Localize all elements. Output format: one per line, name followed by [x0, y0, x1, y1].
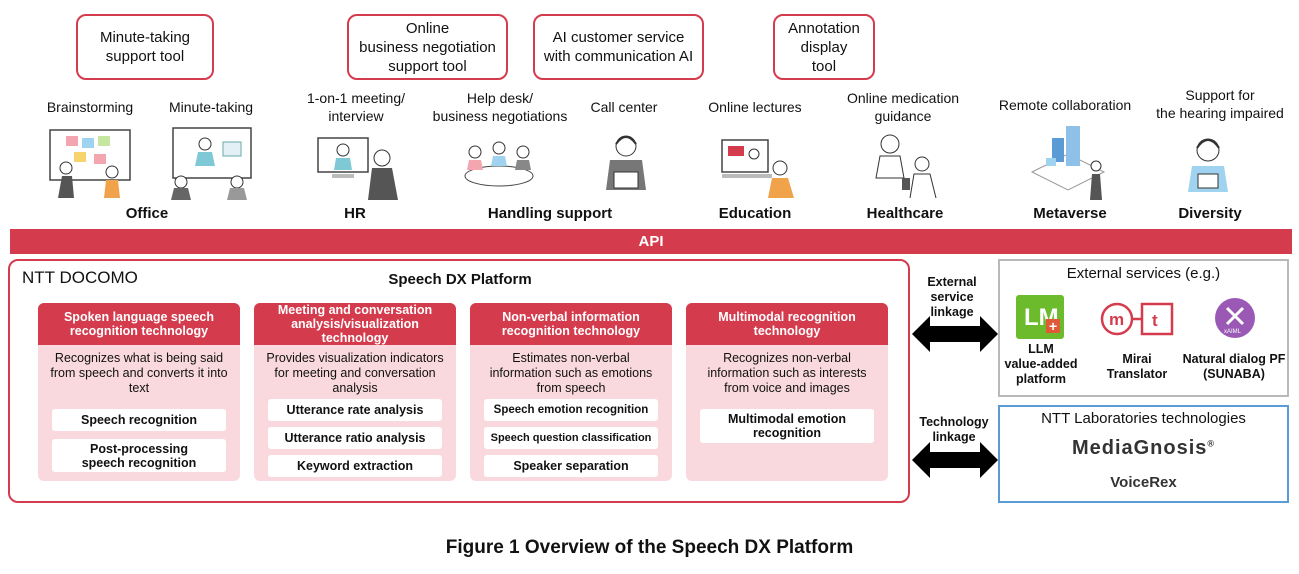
api-label: API	[638, 233, 664, 250]
tool-annotation-display: Annotation display tool	[773, 14, 875, 80]
org-label: NTT DOCOMO	[22, 268, 138, 287]
svg-text:+: +	[1049, 318, 1057, 334]
technology-linkage-arrow	[912, 442, 998, 478]
tech-card-meeting-analysis: Meeting and conversation analysis/visual…	[254, 303, 456, 481]
llm-logo: LM +	[1016, 295, 1064, 339]
scene-call-center: Call center	[590, 99, 658, 115]
scene-online-lectures: Online lectures	[708, 99, 802, 115]
scene-brainstorming: Brainstorming	[46, 99, 134, 115]
api-bar: API	[10, 229, 1292, 254]
external-linkage-label: External service linkage	[927, 275, 977, 319]
service-sunaba-label: Natural dialog PF (SUNABA)	[1182, 352, 1286, 381]
external-services-title: External services (e.g.)	[1066, 265, 1221, 282]
call-center-illustration	[606, 135, 646, 190]
service-mirai-label: Mirai Translator	[1106, 352, 1168, 381]
tech-card-spoken-language: Spoken language speech recognition techn…	[38, 303, 240, 481]
scene-hearing-impaired: Support for the hearing impaired	[1156, 87, 1284, 121]
speech-dx-platform-box	[8, 259, 910, 503]
external-services-box	[998, 259, 1289, 397]
scene-minute-taking: Minute-taking	[168, 99, 254, 115]
technology-linkage-label: Technology linkage	[919, 415, 989, 444]
category-diversity: Diversity	[1178, 205, 1242, 222]
category-office: Office	[125, 205, 169, 222]
tech-card-description: Recognizes what is being said from speec…	[50, 351, 228, 395]
capability-speech-question: Speech question classification	[484, 427, 658, 449]
scene-remote-collaboration: Remote collaboration	[998, 97, 1132, 113]
mirai-translator-logo: m t	[1100, 302, 1174, 336]
interview-illustration	[317, 137, 398, 200]
tech-card-title: Non-verbal information recognition techn…	[470, 303, 672, 345]
category-hr: HR	[344, 205, 366, 222]
scene-one-on-one: 1-on-1 meeting/ interview	[306, 90, 406, 124]
capability-speaker-separation: Speaker separation	[484, 455, 658, 477]
svg-text:t: t	[1152, 311, 1158, 330]
tech-card-description: Recognizes non-verbal information such a…	[707, 351, 867, 395]
tech-card-title: Spoken language speech recognition techn…	[38, 303, 240, 345]
capability-multimodal-emotion: Multimodal emotion recognition	[700, 409, 874, 443]
capability-keyword-extraction: Keyword extraction	[268, 455, 442, 477]
tech-card-non-verbal: Non-verbal information recognition techn…	[470, 303, 672, 481]
tech-card-title: Meeting and conversation analysis/visual…	[254, 303, 456, 345]
online-lecture-illustration	[721, 139, 794, 198]
mediagnosis-text: MediaGnosis	[1071, 437, 1208, 459]
help-desk-illustration	[464, 141, 534, 187]
ntt-labs-title: NTT Laboratories technologies	[1041, 410, 1246, 427]
capability-utterance-rate: Utterance rate analysis	[268, 399, 442, 421]
ntt-labs-box	[998, 405, 1289, 503]
tool-ai-customer-service: AI customer service with communication A…	[533, 14, 704, 80]
medication-illustration	[875, 134, 937, 198]
svg-text:xAIML: xAIML	[1224, 329, 1242, 335]
category-education: Education	[718, 205, 792, 222]
scene-help-desk: Help desk/ business negotiations	[432, 90, 568, 124]
mediagnosis-logo: MediaGnosis®	[998, 437, 1289, 460]
scene-online-medication: Online medication guidance	[846, 90, 960, 124]
svg-text:m: m	[1109, 310, 1124, 329]
metaverse-illustration	[1030, 126, 1106, 200]
tool-minute-taking: Minute-taking support tool	[76, 14, 214, 80]
figure-caption: Figure 1 Overview of the Speech DX Platf…	[445, 537, 854, 558]
brainstorming-illustration	[49, 129, 131, 198]
tech-card-description: Provides visualization indicators for me…	[266, 351, 444, 395]
tech-card-title: Multimodal recognition technology	[686, 303, 888, 345]
platform-title: Speech DX Platform	[388, 271, 532, 288]
capability-speech-emotion: Speech emotion recognition	[484, 399, 658, 421]
capability-utterance-ratio: Utterance ratio analysis	[268, 427, 442, 449]
minute-taking-illustration	[171, 127, 252, 200]
mediagnosis-registered-mark: ®	[1207, 438, 1216, 449]
voicerex-label: VoiceRex	[1110, 474, 1177, 491]
service-llm-label: LLM value-added platform	[1004, 342, 1078, 386]
capability-post-processing: Post-processing speech recognition	[52, 439, 226, 472]
hearing-support-illustration	[1188, 138, 1228, 192]
tech-card-description: Estimates non-verbal information such as…	[489, 351, 653, 395]
capability-speech-recognition: Speech recognition	[52, 409, 226, 431]
category-handling-support: Handling support	[487, 205, 613, 222]
tech-card-multimodal: Multimodal recognition technology Recogn…	[686, 303, 888, 481]
sunaba-logo: xAIML	[1215, 298, 1255, 338]
tool-online-negotiation: Online business negotiation support tool	[347, 14, 508, 80]
category-metaverse: Metaverse	[1033, 205, 1107, 222]
category-healthcare: Healthcare	[866, 205, 944, 222]
external-linkage-arrow	[912, 316, 998, 352]
